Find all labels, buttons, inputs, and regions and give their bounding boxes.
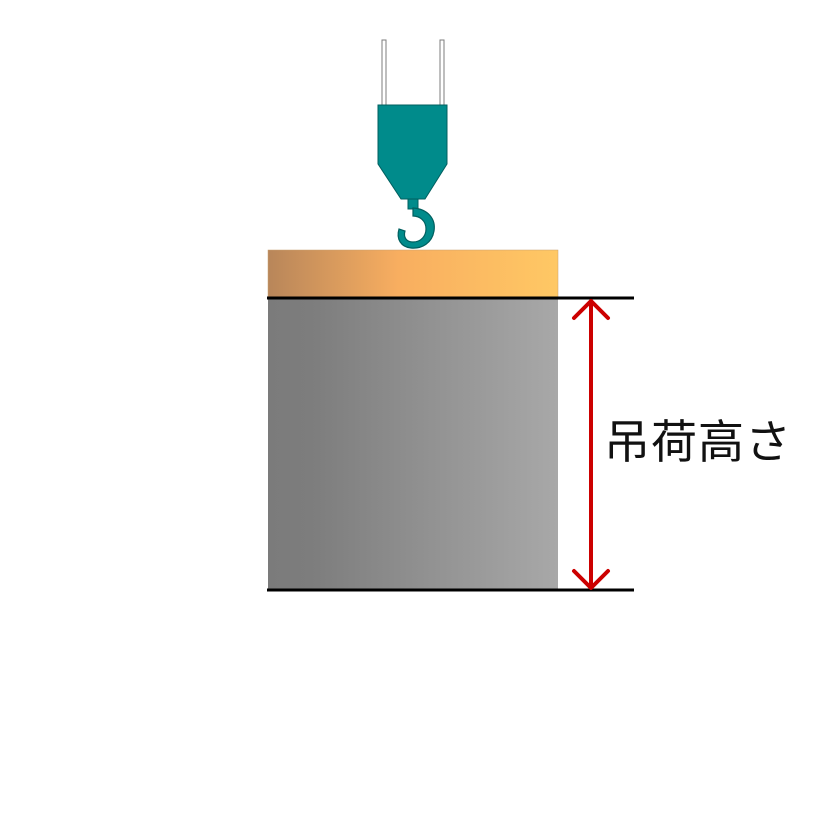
cable-left (381, 39, 387, 107)
arrow-head-bottom (572, 569, 610, 590)
hook-curve (397, 207, 435, 249)
crane-hook-icon (377, 104, 448, 249)
load-body (268, 298, 558, 590)
hook-block (377, 104, 448, 200)
load-top-slab (267, 249, 559, 299)
cable-right (439, 39, 445, 107)
arrow-head-top (572, 299, 610, 320)
lifting-height-label: 吊荷高さ (604, 415, 792, 469)
crane-cables (381, 39, 445, 107)
height-dimension-arrow (572, 299, 610, 590)
